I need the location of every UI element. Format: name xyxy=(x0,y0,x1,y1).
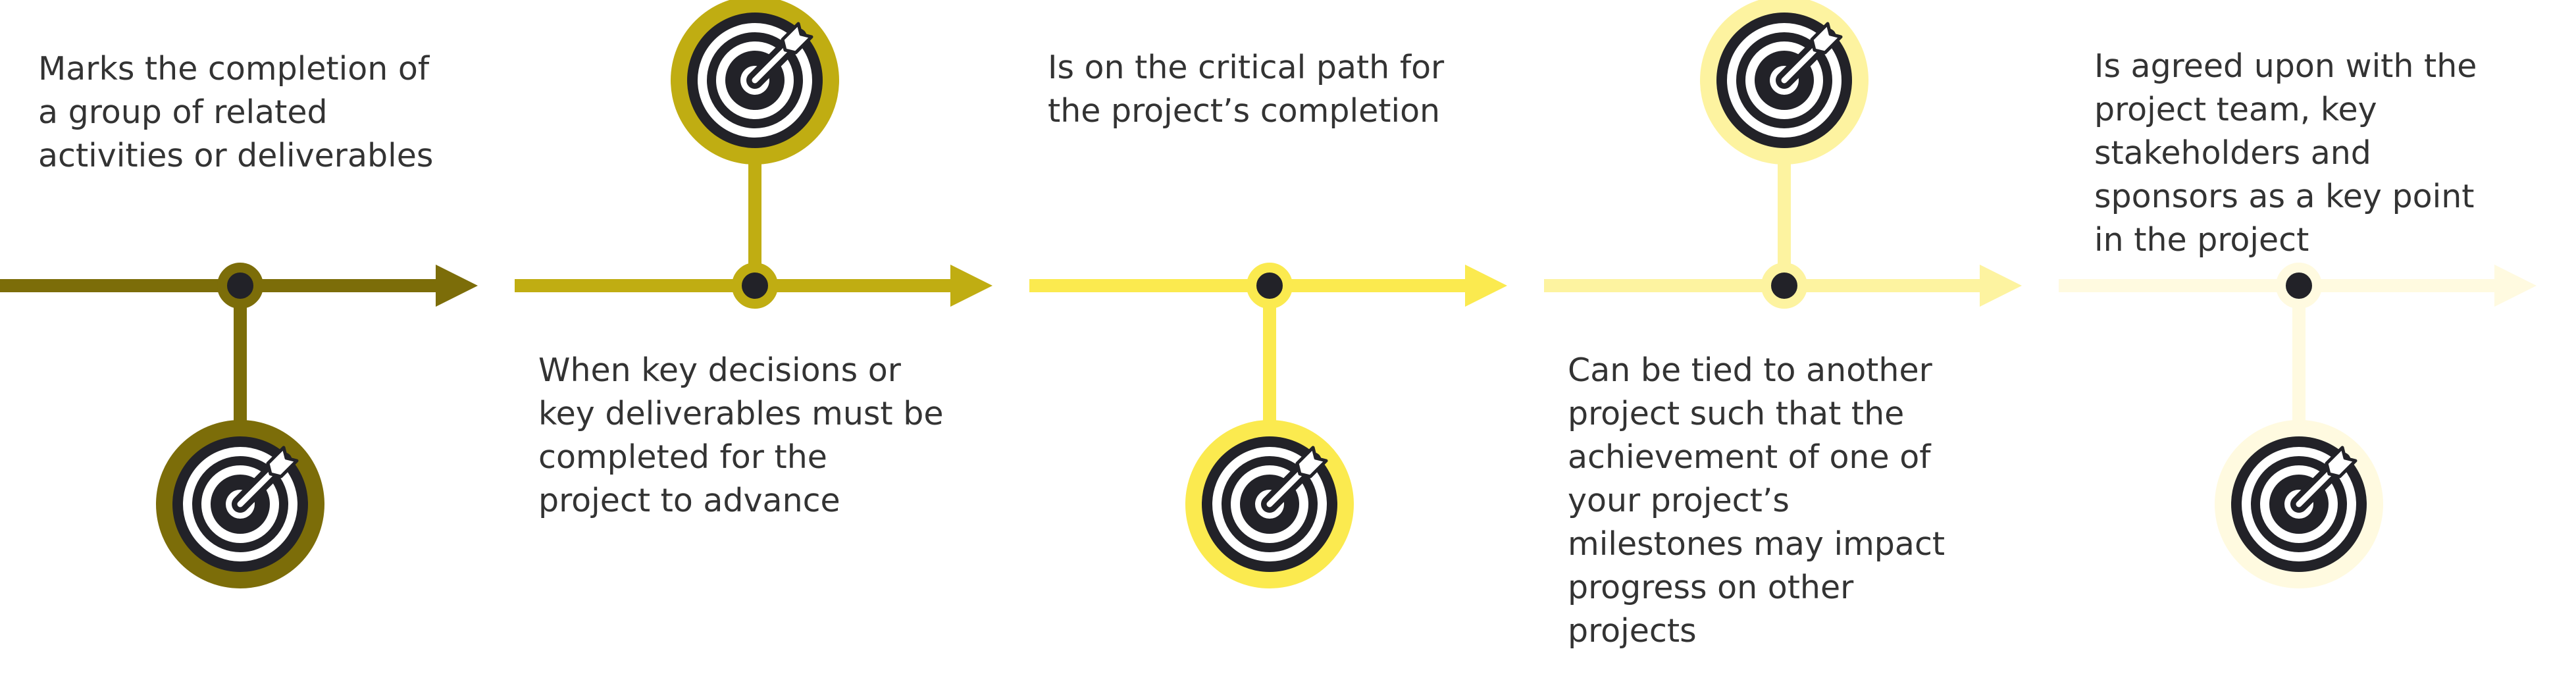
milestone-connector xyxy=(2292,299,2306,421)
milestone-node xyxy=(2276,263,2322,309)
milestone-description: Marks the completion of a group of relat… xyxy=(38,50,434,174)
milestone-connector xyxy=(748,163,761,272)
milestone-description: Is agreed upon with the project team, ke… xyxy=(2094,47,2477,259)
target-arrow-icon xyxy=(1699,0,1870,166)
milestone-description: Can be tied to another project such that… xyxy=(1568,351,1945,650)
milestone-description: Is on the critical path for the project’… xyxy=(1048,49,1445,130)
timeline-arrow-head xyxy=(950,265,992,307)
milestone-description: When key decisions or key deliverables m… xyxy=(538,351,944,519)
timeline-arrow-head xyxy=(436,265,478,307)
milestone-connector xyxy=(1778,163,1791,272)
milestone-node xyxy=(217,263,263,309)
milestone-connector xyxy=(1263,299,1276,421)
milestone-node xyxy=(732,263,778,309)
milestone-node xyxy=(1761,263,1807,309)
milestone-node xyxy=(1247,263,1293,309)
target-arrow-icon xyxy=(1184,419,1355,590)
milestone-connector xyxy=(234,299,247,421)
timeline-arrow-head xyxy=(1980,265,2022,307)
timeline-arrow-head xyxy=(2494,265,2537,307)
timeline-arrow-head xyxy=(1465,265,1507,307)
target-arrow-icon xyxy=(2213,419,2384,590)
target-arrow-icon xyxy=(669,0,840,166)
target-arrow-icon xyxy=(155,419,326,590)
